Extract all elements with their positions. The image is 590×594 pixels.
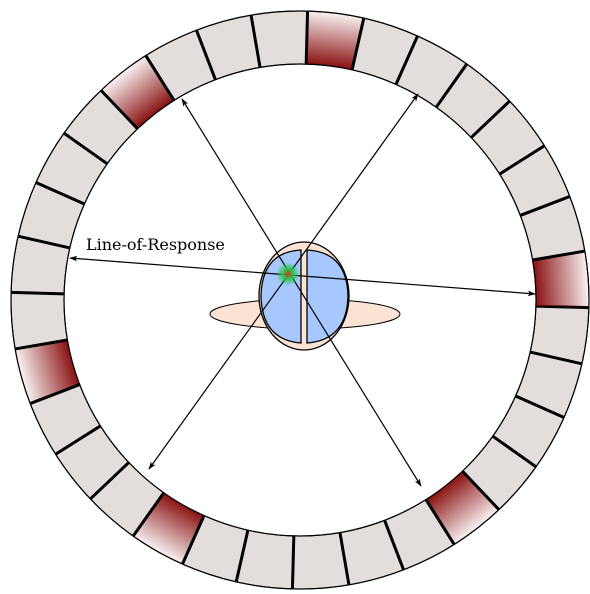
line-of-response-label: Line-of-Response (86, 235, 225, 254)
line-of-response-upper-left (182, 99, 421, 486)
detector-seam (11, 292, 64, 293)
detector-seam (306, 11, 307, 64)
detector-seam (292, 536, 293, 589)
patient-body (210, 242, 400, 350)
annihilation-point (276, 262, 300, 286)
right-organ (307, 250, 348, 343)
